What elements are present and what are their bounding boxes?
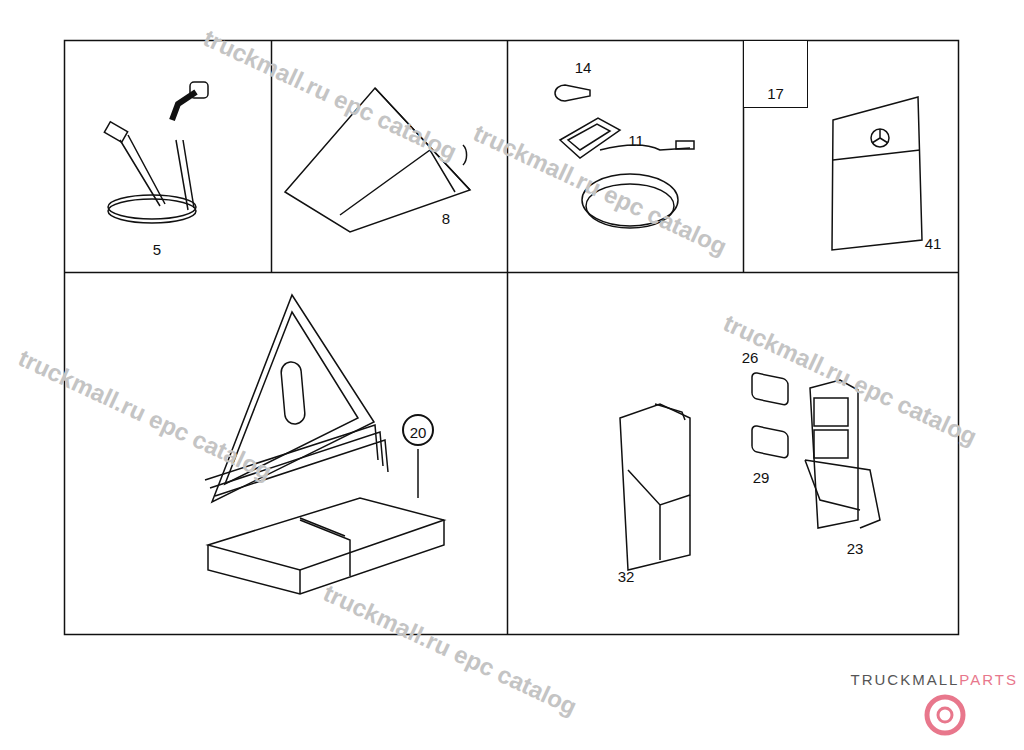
- callout-number: 11: [628, 133, 644, 148]
- callout-number: 29: [753, 470, 770, 485]
- callout-number: 20: [410, 425, 427, 440]
- watermark: truckmall.ru epc catalog: [200, 26, 460, 164]
- callout-number: 41: [925, 236, 942, 251]
- watermark: truckmall.ru epc catalog: [720, 311, 980, 449]
- callout-box: 17: [743, 40, 808, 108]
- callout-number: 8: [442, 211, 450, 226]
- callout-number: 26: [742, 350, 759, 365]
- callout-number: 14: [575, 60, 592, 75]
- callout-circle: 20: [402, 414, 434, 446]
- watermark: truckmall.ru epc catalog: [320, 581, 580, 719]
- callout-number: 5: [153, 242, 161, 257]
- callout-number: 23: [847, 541, 864, 556]
- watermark: truckmall.ru epc catalog: [15, 346, 275, 484]
- callout-number: 32: [618, 569, 635, 584]
- logo-text: PARTS: [959, 672, 1018, 687]
- logo-text: TRUCKMALL: [851, 672, 960, 687]
- callout-number: 17: [767, 86, 784, 101]
